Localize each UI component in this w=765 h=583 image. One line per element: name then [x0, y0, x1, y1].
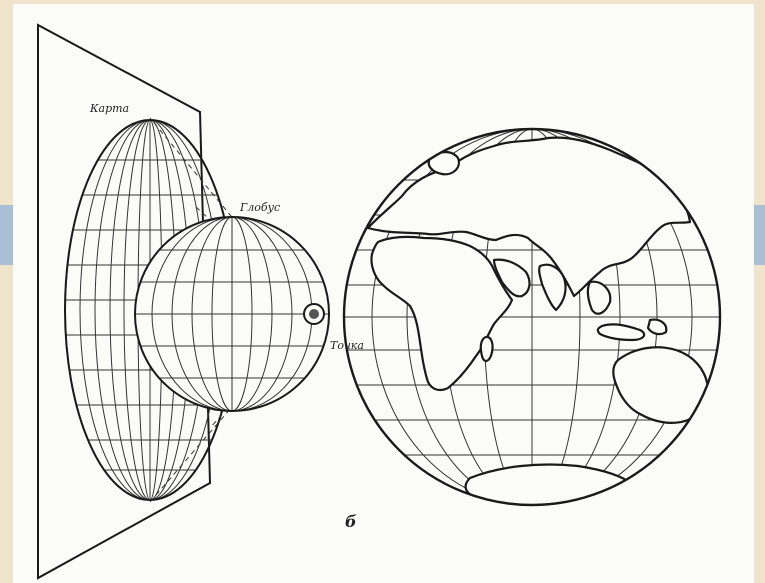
earth-globe-icon [340, 129, 725, 510]
point-label: Точка [330, 339, 364, 352]
figure-label: б [345, 512, 357, 531]
globe-label: Глобус [240, 201, 280, 214]
map-label: Карта [90, 102, 129, 115]
light-point-icon [304, 304, 324, 324]
